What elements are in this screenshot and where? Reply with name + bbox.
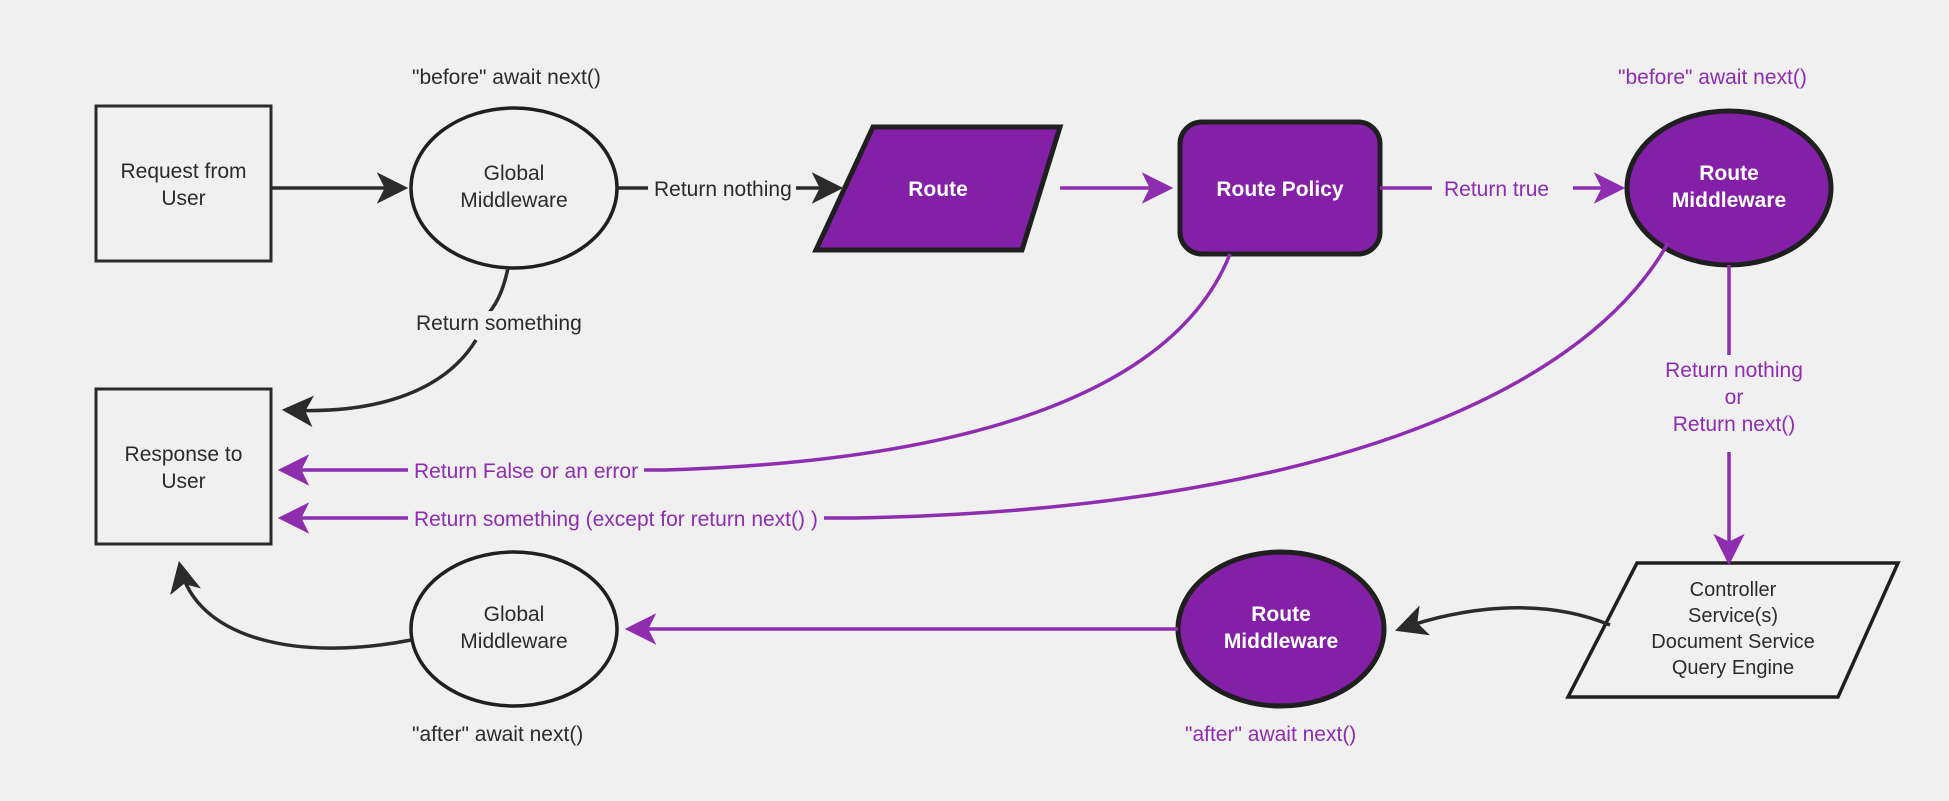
node-route-middleware-bottom bbox=[1175, 549, 1387, 709]
node-request-from-user bbox=[94, 104, 273, 263]
edge-label-return-false-or-error: Return False or an error bbox=[408, 459, 645, 486]
node-global-middleware-top bbox=[409, 106, 619, 270]
node-route-middleware-top bbox=[1624, 108, 1834, 268]
node-global-middleware-bottom bbox=[409, 550, 619, 708]
edge-route-middleware-something-curve bbox=[854, 242, 1670, 520]
edge-controller-to-route-middleware-bottom bbox=[1395, 605, 1611, 636]
edge-label-return-nothing-or-next: Return nothing or Return next() bbox=[1650, 358, 1818, 439]
annotation-after-await-next-left: "after" await next() bbox=[412, 723, 584, 746]
annotation-before-await-next-left: "before" await next() bbox=[412, 66, 601, 89]
edge-return-something-curve-lower bbox=[281, 339, 478, 428]
edge-label-return-something-top: Return something bbox=[412, 311, 586, 338]
edge-global-middleware-bottom-to-response bbox=[170, 560, 412, 650]
node-controller-services bbox=[1565, 561, 1901, 699]
annotation-before-await-next-right: "before" await next() bbox=[1618, 66, 1807, 89]
edge-label-return-nothing: Return nothing bbox=[650, 177, 796, 204]
node-route-policy bbox=[1177, 119, 1383, 257]
node-route bbox=[812, 124, 1064, 253]
edge-label-return-something-except-next: Return something (except for return next… bbox=[408, 507, 824, 534]
annotation-after-await-next-right: "after" await next() bbox=[1185, 723, 1357, 746]
node-response-to-user bbox=[94, 387, 273, 546]
edge-route-policy-false-curve bbox=[664, 253, 1232, 472]
edge-label-return-true: Return true bbox=[1440, 177, 1554, 204]
